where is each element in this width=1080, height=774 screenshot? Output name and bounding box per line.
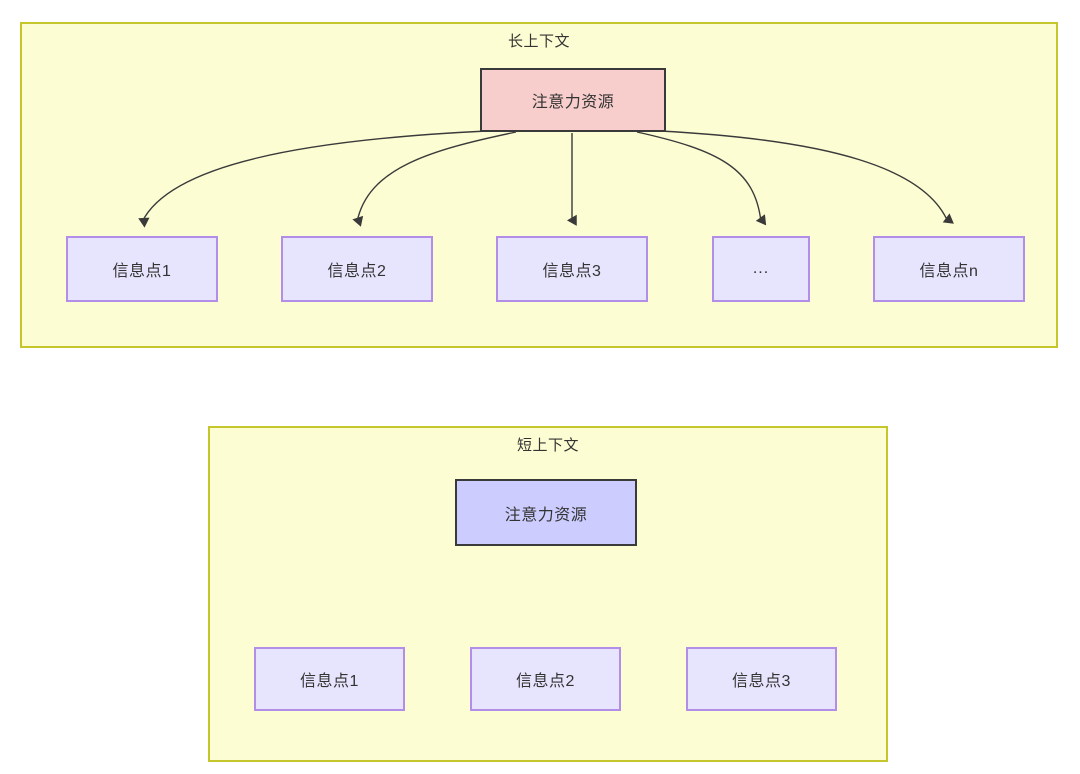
node-info-point-short-1[interactable]: 信息点1 [254,647,405,711]
node-attention-resource-short[interactable]: 注意力资源 [455,479,637,546]
node-info-point-short-3[interactable]: 信息点3 [686,647,837,711]
node-info-point-long-2[interactable]: 信息点2 [281,236,433,302]
node-info-point-long-ellipsis[interactable]: ... [712,236,810,302]
node-info-point-short-2[interactable]: 信息点2 [470,647,621,711]
group-frame-short-context [208,426,888,762]
node-info-point-long-n[interactable]: 信息点n [873,236,1025,302]
group-title-long-context: 长上下文 [507,33,570,50]
group-title-short-context: 短上下文 [516,437,579,454]
node-info-point-long-1[interactable]: 信息点1 [66,236,218,302]
node-info-point-long-3[interactable]: 信息点3 [496,236,648,302]
node-attention-resource-long[interactable]: 注意力资源 [480,68,666,132]
